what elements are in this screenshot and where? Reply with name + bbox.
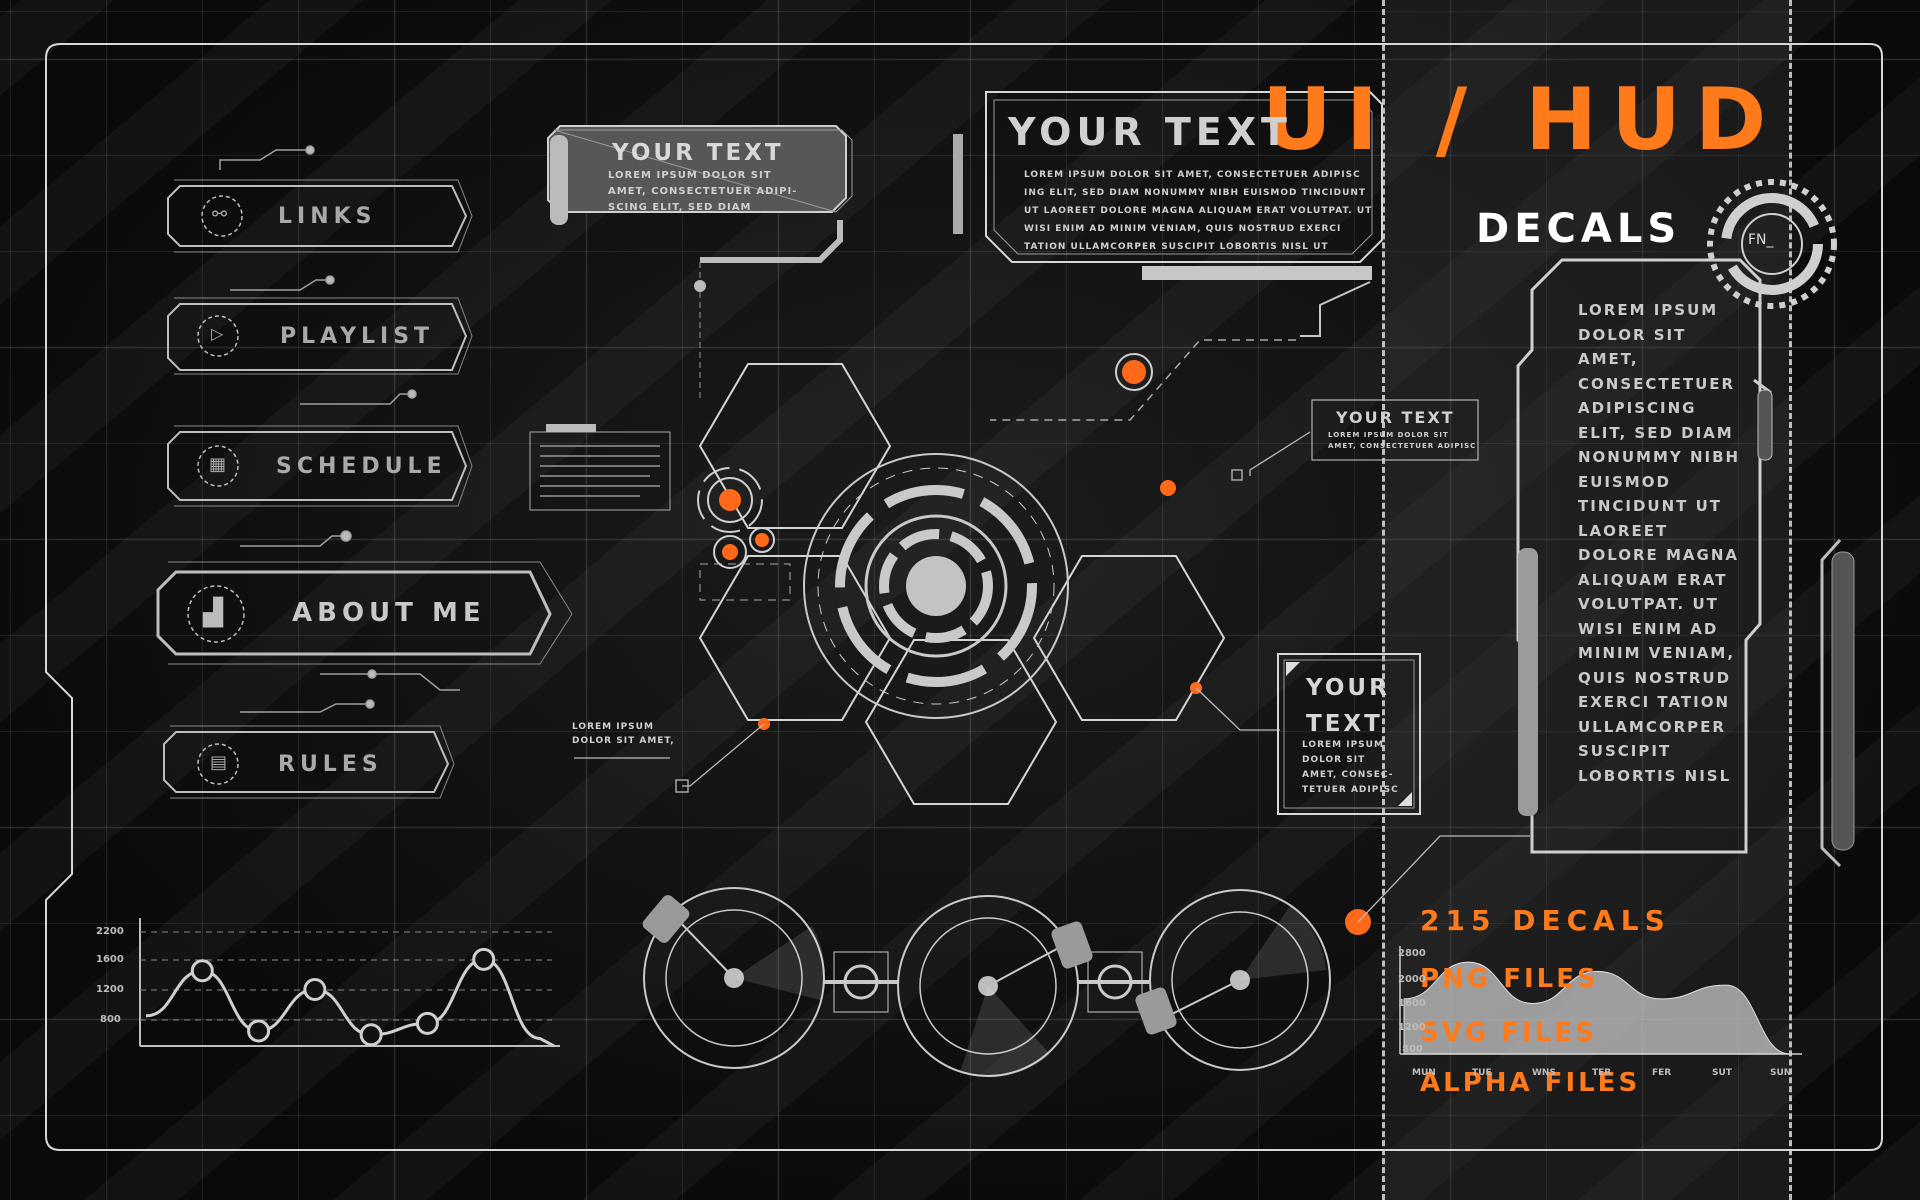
feature-decals: 215 DECALS	[1420, 904, 1671, 937]
menu-item-about-me-label: ABOUT ME	[292, 598, 486, 628]
chart2-ytick: 1600	[1398, 998, 1426, 1009]
chart2-ytick: 2800	[1398, 948, 1426, 959]
menu-item-schedule-label: SCHEDULE	[276, 454, 447, 479]
callout-top-large-body: LOREM IPSUM DOLOR SIT AMET, CONSECTETUER…	[1024, 170, 1373, 252]
menu-item-schedule[interactable]: SCHEDULE	[276, 454, 447, 479]
callout-mid-right-heading: YOUR TEXT	[1336, 408, 1455, 427]
menu-item-links-label: LINKS	[278, 204, 377, 229]
user-icon: ▟	[203, 598, 223, 628]
chart1-point	[359, 1023, 383, 1047]
chart2-xtick: SUT	[1712, 1068, 1732, 1078]
title-sub: DECALS	[1476, 206, 1682, 252]
menu-item-rules-label: RULES	[278, 752, 383, 777]
menu-item-links[interactable]: LINKS	[278, 204, 377, 229]
chart2-ytick: 2000	[1398, 974, 1426, 985]
calendar-icon: ▦	[209, 454, 227, 475]
link-icon: ⚯	[212, 204, 228, 225]
menu-item-rules[interactable]: RULES	[278, 752, 383, 777]
callout-top-small-heading: YOUR TEXT	[612, 140, 784, 166]
title-main: UI / HUD	[1262, 70, 1781, 170]
chart1-ytick: 1200	[96, 984, 124, 995]
chart2-xtick: TER	[1592, 1068, 1612, 1078]
circle-badge-text: FN_	[1748, 232, 1774, 248]
callout-top-large-heading: YOUR TEXT	[1008, 110, 1292, 154]
outer-frame	[45, 43, 1883, 1151]
menu-item-playlist-label: PLAYLIST	[280, 324, 435, 349]
callout-lower-left-body: LOREM IPSUM DOLOR SIT AMET,	[572, 722, 675, 746]
callout-box-right-heading: YOUR TEXT	[1306, 675, 1390, 737]
menu-item-playlist[interactable]: PLAYLIST	[280, 324, 434, 349]
chart2-ytick: 800	[1402, 1044, 1423, 1055]
feature-svg: SVG FILES	[1420, 1018, 1597, 1048]
side-column-text: LOREM IPSUM DOLOR SIT AMET, CONSECTETUER…	[1578, 301, 1741, 785]
menu-item-about-me[interactable]: ABOUT ME	[292, 598, 486, 628]
callout-mid-right-body: LOREM IPSUM DOLOR SIT AMET, CONSECTETUER…	[1328, 431, 1477, 450]
document-icon: ▤	[210, 752, 228, 773]
feature-png: PNG FILES	[1420, 964, 1599, 994]
chart1-point	[303, 978, 327, 1002]
chart1-ytick: 2200	[96, 926, 124, 937]
chart2-xtick: WNS	[1532, 1068, 1556, 1078]
chart1-point	[190, 959, 214, 983]
play-icon: ▷	[211, 324, 224, 343]
chart1-ytick: 800	[100, 1014, 121, 1025]
chart1-point	[415, 1011, 439, 1035]
chart-line-marks	[145, 947, 555, 1048]
chart2-xtick: SUN	[1770, 1068, 1792, 1078]
feature-alpha: ALPHA FILES	[1420, 1068, 1641, 1098]
chart-area-marks	[1403, 961, 1791, 1055]
chart2-ytick: 1200	[1398, 1022, 1426, 1033]
callout-top-small-body: LOREM IPSUM DOLOR SIT AMET, CONSECTETUER…	[608, 170, 798, 213]
callout-box-right-body: LOREM IPSUM DOLOR SIT AMET, CONSEC- TETU…	[1302, 740, 1399, 795]
chart1-ytick: 1600	[96, 954, 124, 965]
chart1-point	[472, 947, 496, 971]
chart2-series-area	[1403, 961, 1791, 1055]
chart1-point	[247, 1019, 271, 1043]
chart2-xtick: MUN	[1412, 1068, 1436, 1078]
chart2-xtick: FER	[1652, 1068, 1672, 1078]
chart2-xtick: TUE	[1472, 1068, 1492, 1078]
